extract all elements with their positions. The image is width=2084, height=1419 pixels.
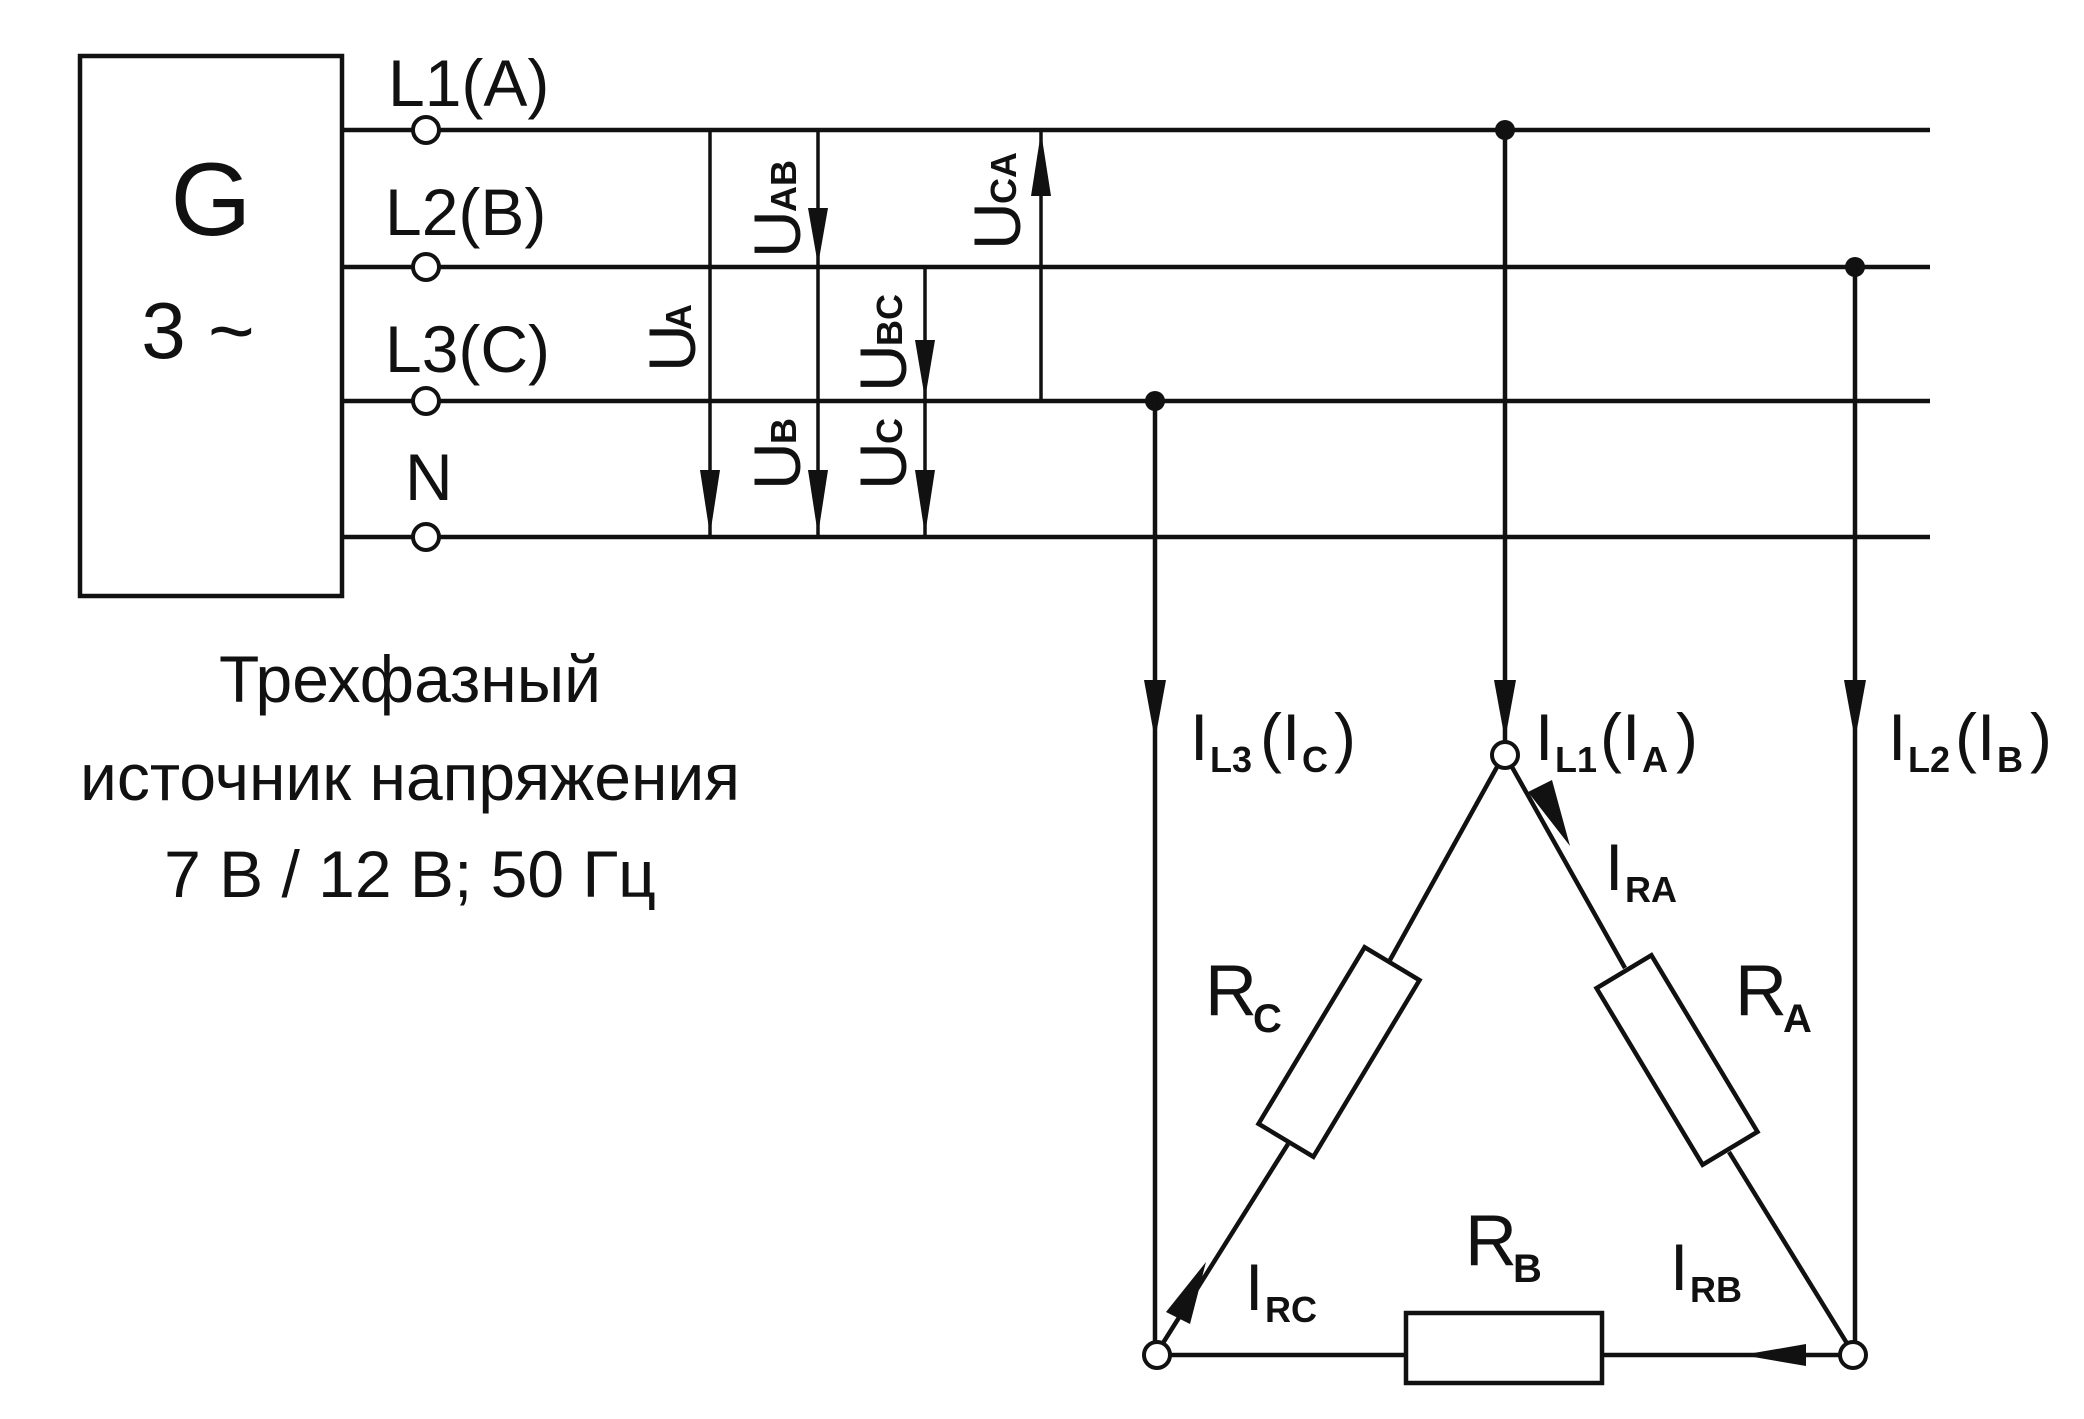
generator-block — [77, 53, 345, 599]
svg-text:RC: RC — [1265, 1289, 1317, 1330]
current-l3-arrowhead — [1144, 680, 1166, 740]
current-l1-arrowhead — [1494, 680, 1516, 740]
delta-branch-rc-upper — [1388, 765, 1499, 962]
svg-text:C: C — [1302, 739, 1328, 780]
generator-symbol: G — [171, 142, 252, 258]
svg-text:I: I — [1605, 830, 1623, 904]
svg-text:): ) — [2030, 700, 2052, 774]
terminal-l1 — [411, 115, 441, 145]
current-rc-label: I RC — [1245, 1250, 1317, 1330]
voltage-a-arrowhead — [700, 470, 720, 535]
current-l2-label: I L2 ( I B ) — [1888, 700, 2052, 780]
svg-text:I: I — [1670, 1230, 1688, 1304]
voltage-a-label: U A — [635, 304, 709, 372]
current-l1-label: I L1 ( I A ) — [1535, 700, 1698, 780]
svg-text:(: ( — [1600, 700, 1622, 774]
delta-branch-ra-upper — [1510, 765, 1627, 970]
current-rb-arrowhead — [1742, 1344, 1806, 1366]
svg-text:B: B — [1997, 739, 2023, 780]
voltage-c-arrowhead — [915, 470, 935, 535]
voltage-c-label: U C — [846, 418, 920, 490]
caption-line-1: Трехфазный — [219, 642, 601, 716]
current-l2-arrowhead — [1844, 680, 1866, 740]
line-l1-label: L1(A) — [388, 46, 549, 120]
svg-text:B: B — [1513, 1247, 1542, 1291]
line-l3-label: L3(C) — [385, 312, 550, 386]
svg-text:I: I — [1622, 700, 1640, 774]
svg-text:L2: L2 — [1908, 739, 1950, 780]
delta-node-c — [1142, 1340, 1172, 1370]
svg-text:I: I — [1977, 700, 1995, 774]
current-ra-label: I RA — [1605, 830, 1677, 910]
svg-text:BC: BC — [869, 294, 910, 346]
svg-text:A: A — [1642, 739, 1668, 780]
resistor-rb — [1403, 1310, 1605, 1386]
voltage-ab-label: U AB — [740, 160, 814, 258]
svg-text:B: B — [763, 418, 804, 444]
delta-node-a — [1490, 740, 1520, 770]
svg-text:C: C — [869, 418, 910, 444]
line-n-label: N — [405, 440, 453, 514]
voltage-bc-arrowhead — [915, 340, 935, 399]
svg-text:I: I — [1190, 700, 1208, 774]
terminal-n — [411, 522, 441, 552]
terminal-l2 — [411, 252, 441, 282]
terminal-l3 — [411, 386, 441, 416]
svg-text:RB: RB — [1690, 1269, 1742, 1310]
svg-text:A: A — [1783, 997, 1812, 1041]
svg-text:A: A — [658, 304, 699, 330]
voltage-ca-arrowhead — [1031, 132, 1051, 196]
generator-phase-label: 3 ~ — [141, 286, 254, 375]
svg-text:): ) — [1676, 700, 1698, 774]
line-l2-label: L2(B) — [385, 175, 546, 249]
svg-text:U: U — [960, 202, 1034, 250]
delta-node-b — [1838, 1340, 1868, 1370]
svg-text:): ) — [1334, 700, 1356, 774]
current-rc-arrowhead — [1166, 1262, 1206, 1324]
current-rb-label: I RB — [1670, 1230, 1742, 1310]
voltage-b-label: U B — [740, 418, 814, 490]
svg-text:I: I — [1888, 700, 1906, 774]
svg-text:(: ( — [1955, 700, 1977, 774]
current-ra-arrowhead — [1528, 780, 1570, 846]
resistor-rc — [1255, 944, 1423, 1160]
svg-text:U: U — [846, 442, 920, 490]
svg-text:U: U — [740, 442, 814, 490]
voltage-b-arrowhead — [808, 470, 828, 535]
svg-text:R: R — [1735, 951, 1787, 1031]
current-l3-label: I L3 ( I C ) — [1190, 700, 1356, 780]
svg-text:L1: L1 — [1555, 739, 1597, 780]
voltage-ca-label: U CA — [960, 152, 1034, 250]
resistor-ra — [1593, 952, 1761, 1168]
svg-text:U: U — [740, 210, 814, 258]
svg-text:U: U — [635, 324, 709, 372]
svg-text:I: I — [1245, 1250, 1263, 1324]
resistor-ra-label: R A — [1735, 951, 1812, 1041]
svg-text:I: I — [1535, 700, 1553, 774]
resistor-rc-label: R C — [1205, 951, 1282, 1041]
delta-branch-ra-lower — [1727, 1150, 1850, 1347]
svg-text:L3: L3 — [1210, 739, 1252, 780]
voltage-bc-label: U BC — [846, 294, 920, 392]
svg-text:R: R — [1465, 1201, 1517, 1281]
svg-text:RA: RA — [1625, 869, 1677, 910]
voltage-ab-arrowhead — [808, 208, 828, 265]
svg-text:C: C — [1253, 997, 1282, 1041]
svg-text:R: R — [1205, 951, 1257, 1031]
resistor-rb-label: R B — [1465, 1201, 1542, 1291]
svg-text:AB: AB — [763, 160, 804, 212]
svg-text:CA: CA — [983, 152, 1024, 204]
caption-line-2: источник напряжения — [80, 740, 740, 814]
svg-text:U: U — [846, 344, 920, 392]
svg-text:I: I — [1282, 700, 1300, 774]
svg-text:(: ( — [1260, 700, 1282, 774]
caption-line-3: 7 В / 12 В; 50 Гц — [164, 837, 656, 911]
